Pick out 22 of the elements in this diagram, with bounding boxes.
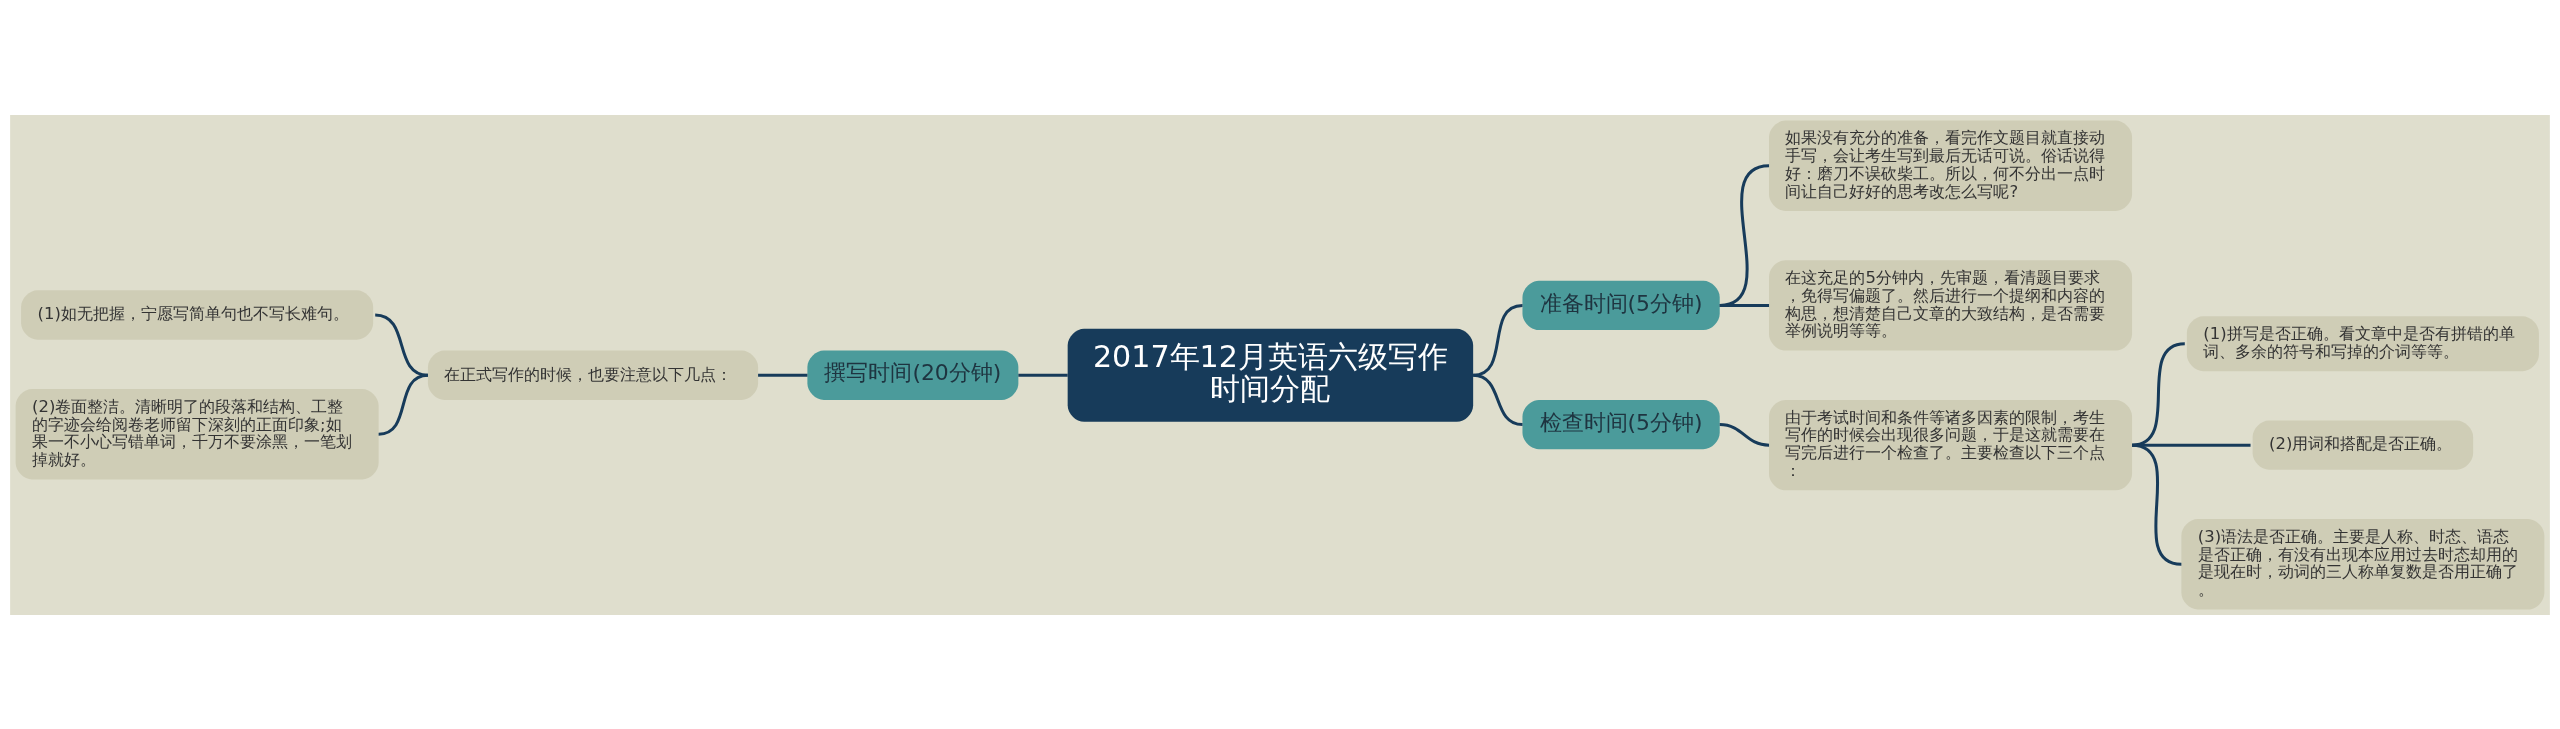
node-box: 2017年12月英语六级写作时间分配 bbox=[1067, 328, 1474, 422]
connector bbox=[378, 373, 429, 436]
connector bbox=[1719, 422, 1770, 447]
node-box: (3)语法是否正确。主要是人称、时态、语态是否正确，有没有出现本应用过去时态却用的是现在时，动词的三人称单复数是否用正确了。 bbox=[2181, 518, 2545, 609]
connector bbox=[1472, 303, 1523, 377]
node-box: (2)卷面整洁。清晰明了的段落和结构、工整的字迹会给阅卷老师留下深刻的正面印象;如果一不小心写错单词，千万不要涂黑，一笔划掉就好。 bbox=[15, 388, 379, 479]
node-box: 由于考试时间和条件等诸多因素的限制，考生写作的时候会出现很多问题，于是这就需要在写完后进行一个检查了。主要检查以下三个点： bbox=[1769, 399, 2133, 490]
connector bbox=[1719, 303, 1770, 307]
node-box: 如果没有充分的准备，看完作文题目就直接动手写，会让考生写到最后无话可说。俗话说得好：磨刀不误砍柴工。所以，何不分出一点时间让自己好好的思考改怎么写呢? bbox=[1769, 120, 2133, 211]
node-box: (2)用词和搭配是否正确。 bbox=[2252, 420, 2474, 470]
node-box: 准备时间(5分钟) bbox=[1522, 280, 1720, 330]
node-box: (1)拼写是否正确。看文章中是否有拼错的单词、多余的符号和写掉的介词等等。 bbox=[2186, 315, 2539, 371]
connector bbox=[1472, 373, 1523, 426]
node-box: 撰写时间(20分钟) bbox=[807, 350, 1019, 400]
connector bbox=[758, 373, 808, 377]
node-box: 在正式写作的时候，也要注意以下几点： bbox=[427, 350, 759, 400]
connector bbox=[1719, 163, 1770, 307]
connector bbox=[1018, 373, 1068, 377]
connector bbox=[2131, 341, 2186, 447]
node-box: 在这充足的5分钟内，先审题，看清题目要求，免得写偏题了。然后进行一个提纲和内容的构思，想清楚自己文章的大致结构，是否需要举例说明等等。 bbox=[1769, 259, 2133, 351]
node-box: (1)如无把握，宁愿写简单句也不写长难句。 bbox=[21, 289, 374, 340]
node-box: 检查时间(5分钟) bbox=[1522, 399, 1720, 449]
